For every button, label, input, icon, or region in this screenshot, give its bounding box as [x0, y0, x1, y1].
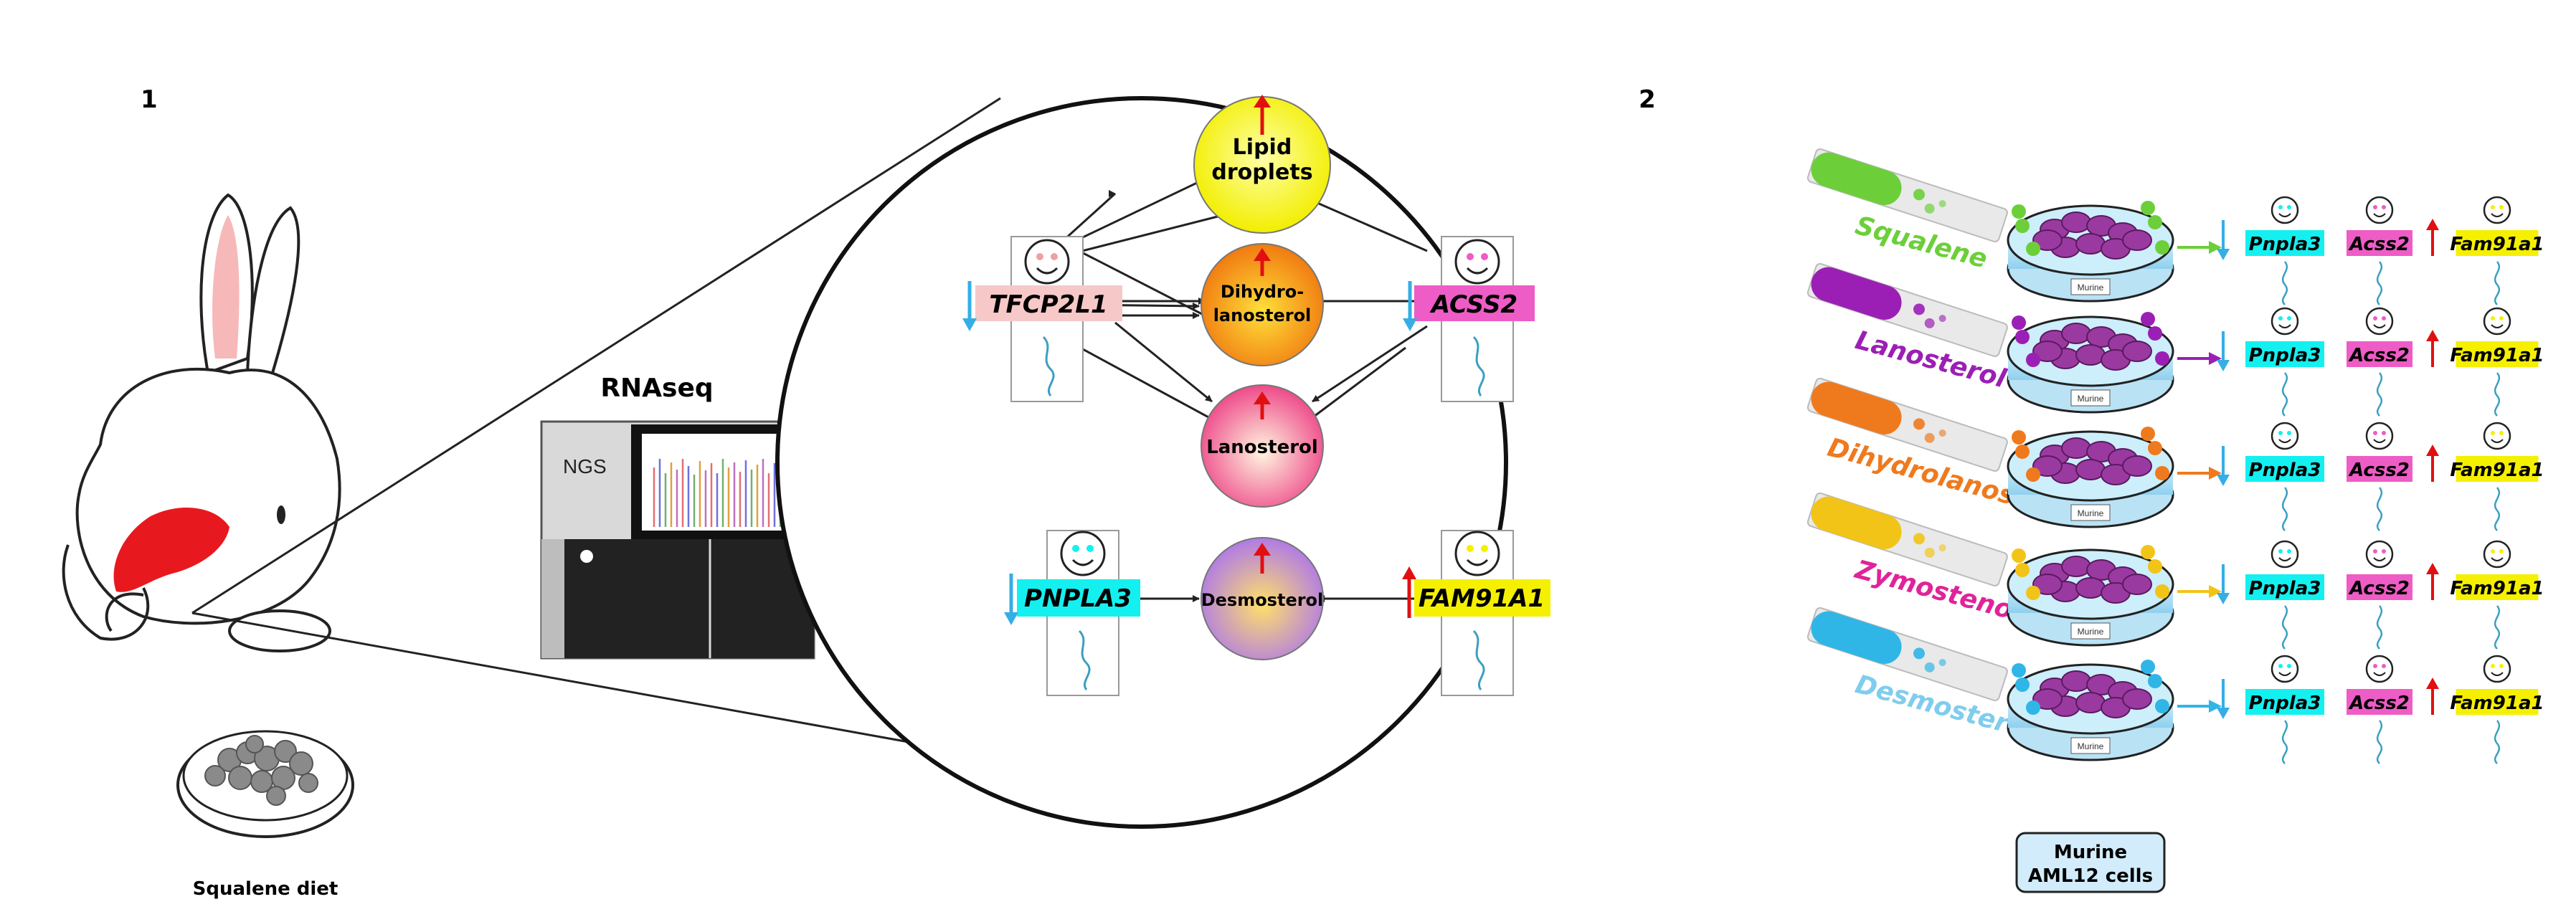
cells-box-line1: Murine: [2054, 842, 2127, 863]
gene-label: Fam91a1: [2450, 693, 2544, 714]
node-lanosterol: Lanosterol: [1201, 384, 1324, 508]
lipid-label-1: Lipid: [1233, 135, 1292, 160]
dihydrolanosterol-dish-label: Murine: [2078, 508, 2104, 518]
gene-fam91a1-row-2: Fam91a1: [2426, 307, 2544, 417]
squalene-dish: Murine: [2007, 201, 2174, 303]
lanosterol-dish-label: Murine: [2078, 394, 2104, 404]
gene-card-acss2: ACSS2: [1403, 236, 1535, 402]
dihydrolanosterol-tube: [1806, 377, 2008, 472]
gene-acss2-row-2: Acss2: [2347, 307, 2412, 417]
gene-pnpla3-row-1: Pnpla3: [2217, 196, 2324, 305]
gene-label: Pnpla3: [2249, 460, 2321, 481]
lanosterol-dish: Murine: [2007, 312, 2174, 414]
zymostenol-tube: [1806, 492, 2008, 586]
gene-card-pnpla3: PNPLA3: [1004, 530, 1140, 696]
dihydro-label-2: lanosterol: [1213, 305, 1312, 325]
gene-label: Acss2: [2348, 234, 2410, 255]
gene-fam91a1-row-1: Fam91a1: [2426, 196, 2544, 305]
gene-fam91a1-row-4: Fam91a1: [2426, 540, 2544, 650]
dihydrolanosterol-dish: Murine: [2007, 427, 2174, 528]
gene-label: Pnpla3: [2249, 693, 2321, 714]
zoom-line-top: [191, 97, 1001, 614]
gene-label: Pnpla3: [2249, 345, 2321, 366]
gene-label: Fam91a1: [2450, 460, 2544, 481]
desmosterol-dish: Murine: [2007, 660, 2174, 761]
lanosterol-tube: [1806, 262, 2008, 357]
panel-2-number: 2: [1639, 85, 1656, 114]
gene-acss2: ACSS2: [1429, 290, 1517, 319]
zymostenol-dish-label: Murine: [2078, 627, 2104, 637]
lanosterol-label: Lanosterol: [1206, 437, 1318, 458]
gene-label: Acss2: [2348, 345, 2410, 366]
squalene-dish-label: Murine: [2078, 282, 2104, 293]
ngs-label: NGS: [563, 455, 607, 477]
murine-cells-box: Murine AML12 cells: [2015, 832, 2166, 893]
rabbit-illustration: [62, 193, 341, 652]
desmosterol-label: Desmosterol: [1201, 590, 1324, 610]
gene-pnpla3-row-3: Pnpla3: [2217, 422, 2324, 531]
zymostenol-dish: Murine: [2007, 545, 2174, 647]
gene-acss2-row-1: Acss2: [2347, 196, 2412, 305]
gene-acss2-row-3: Acss2: [2347, 422, 2412, 531]
desmosterol-dish-label: Murine: [2078, 741, 2104, 751]
zoom-line-bottom: [191, 612, 1001, 760]
gene-pnpla3: PNPLA3: [1024, 584, 1132, 613]
gene-pnpla3-row-2: Pnpla3: [2217, 307, 2324, 417]
node-desmosterol: Desmosterol: [1201, 537, 1324, 660]
squalene-diet-dish: [176, 730, 354, 838]
gene-tfcp2l1: TFCP2L1: [989, 290, 1107, 319]
gene-fam91a1-row-3: Fam91a1: [2426, 422, 2544, 531]
desmosterol-tube: [1806, 607, 2008, 701]
squalene-tube: [1806, 148, 2008, 242]
gene-pnpla3-row-5: Pnpla3: [2217, 655, 2324, 764]
gene-label: Fam91a1: [2450, 578, 2544, 599]
pathway-arrows: [1038, 192, 1427, 602]
gene-card-tfcp2l1: TFCP2L1: [962, 236, 1122, 402]
liver-shape: [113, 508, 229, 592]
diet-label: Squalene diet: [193, 878, 338, 900]
panel-1-number: 1: [141, 85, 158, 114]
pathway-zoom-circle: [775, 96, 1508, 829]
gene-label: Pnpla3: [2249, 234, 2321, 255]
gene-fam91a1-row-5: Fam91a1: [2426, 655, 2544, 764]
node-lipid-droplets: Lipid droplets: [1193, 95, 1331, 234]
gene-acss2-row-5: Acss2: [2347, 655, 2412, 764]
node-dihydrolanosterol: Dihydro- lanosterol: [1201, 243, 1324, 366]
gene-label: Acss2: [2348, 460, 2410, 481]
rnaseq-title: RNAseq: [600, 374, 713, 403]
gene-label: Fam91a1: [2450, 345, 2544, 366]
gene-label: Acss2: [2348, 693, 2410, 714]
gene-card-fam91a1: FAM91A1: [1402, 530, 1550, 696]
dihydro-label-1: Dihydro-: [1221, 282, 1304, 302]
lipid-label-2: droplets: [1211, 160, 1312, 185]
gene-label: Acss2: [2348, 578, 2410, 599]
cells-box-line2: AML12 cells: [2028, 865, 2153, 887]
gene-label: Fam91a1: [2450, 234, 2544, 255]
gene-acss2-row-4: Acss2: [2347, 540, 2412, 650]
gene-fam91a1: FAM91A1: [1419, 584, 1545, 613]
gene-pnpla3-row-4: Pnpla3: [2217, 540, 2324, 650]
gene-label: Pnpla3: [2249, 578, 2321, 599]
